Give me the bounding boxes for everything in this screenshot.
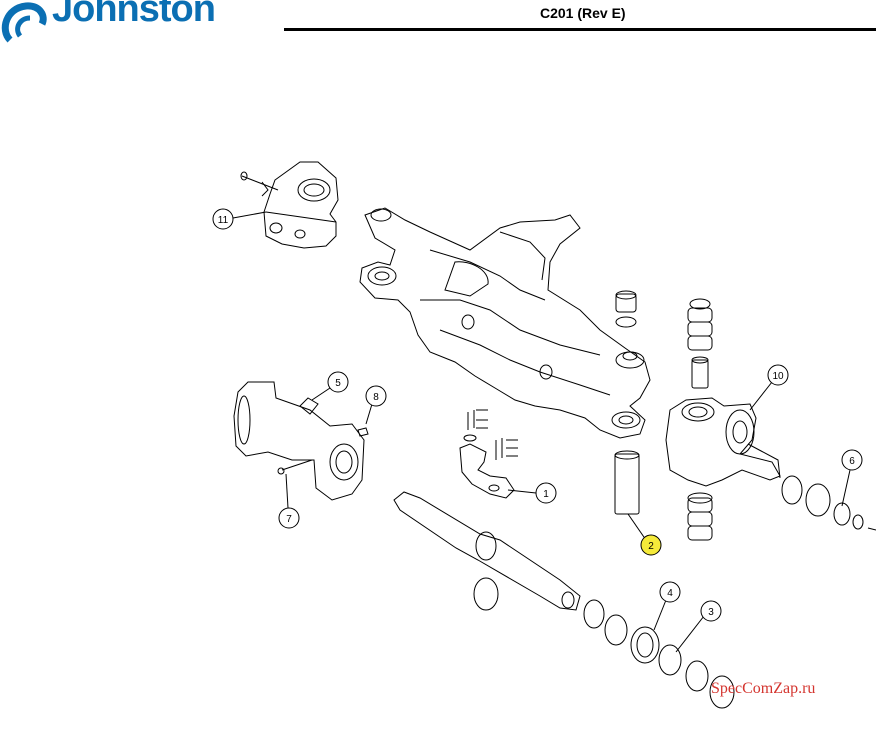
axle-beam-part — [359, 207, 651, 439]
document-code: C201 (Rev E) — [540, 5, 626, 21]
header-divider — [284, 28, 876, 31]
brand-swirl-icon — [1, 2, 47, 43]
callout-8[interactable]: 8 — [365, 385, 387, 425]
pin-cap-upper — [615, 290, 637, 328]
svg-text:8: 8 — [373, 392, 379, 403]
bushing-stack-upper — [687, 298, 713, 389]
callout-2[interactable]: 2 — [627, 513, 662, 556]
svg-text:6: 6 — [849, 456, 855, 467]
callout-6[interactable]: 6 — [841, 449, 863, 507]
svg-text:1: 1 — [543, 489, 549, 500]
svg-text:11: 11 — [218, 215, 229, 226]
watermark-text: SpecComZap.ru — [711, 680, 816, 697]
callout-7[interactable]: 7 — [278, 473, 300, 529]
callout-4[interactable]: 4 — [653, 581, 681, 631]
callout-3[interactable]: 3 — [675, 600, 722, 653]
svg-text:4: 4 — [667, 588, 673, 599]
callout-1[interactable]: 1 — [507, 482, 557, 504]
brand-name: Johnston — [52, 0, 216, 30]
bushing-stack-lower — [687, 492, 713, 541]
king-pin-part-2 — [614, 450, 640, 515]
steering-knuckle-part-11 — [240, 161, 339, 249]
brand-logo: Johnston — [0, 0, 270, 43]
callout-10[interactable]: 10 — [749, 364, 789, 411]
axle-shaft — [393, 491, 581, 611]
svg-text:3: 3 — [708, 607, 714, 618]
hub-assembly-part-10 — [665, 397, 781, 487]
svg-text:10: 10 — [772, 371, 784, 382]
steering-bracket-part-1 — [459, 409, 518, 499]
seal-rings — [583, 475, 876, 709]
svg-text:2: 2 — [648, 541, 654, 552]
callout-11[interactable]: 11 — [212, 208, 267, 230]
svg-text:5: 5 — [335, 378, 341, 389]
housing-part-7 — [233, 381, 369, 501]
callout-5[interactable]: 5 — [311, 371, 349, 401]
svg-text:7: 7 — [286, 514, 292, 525]
